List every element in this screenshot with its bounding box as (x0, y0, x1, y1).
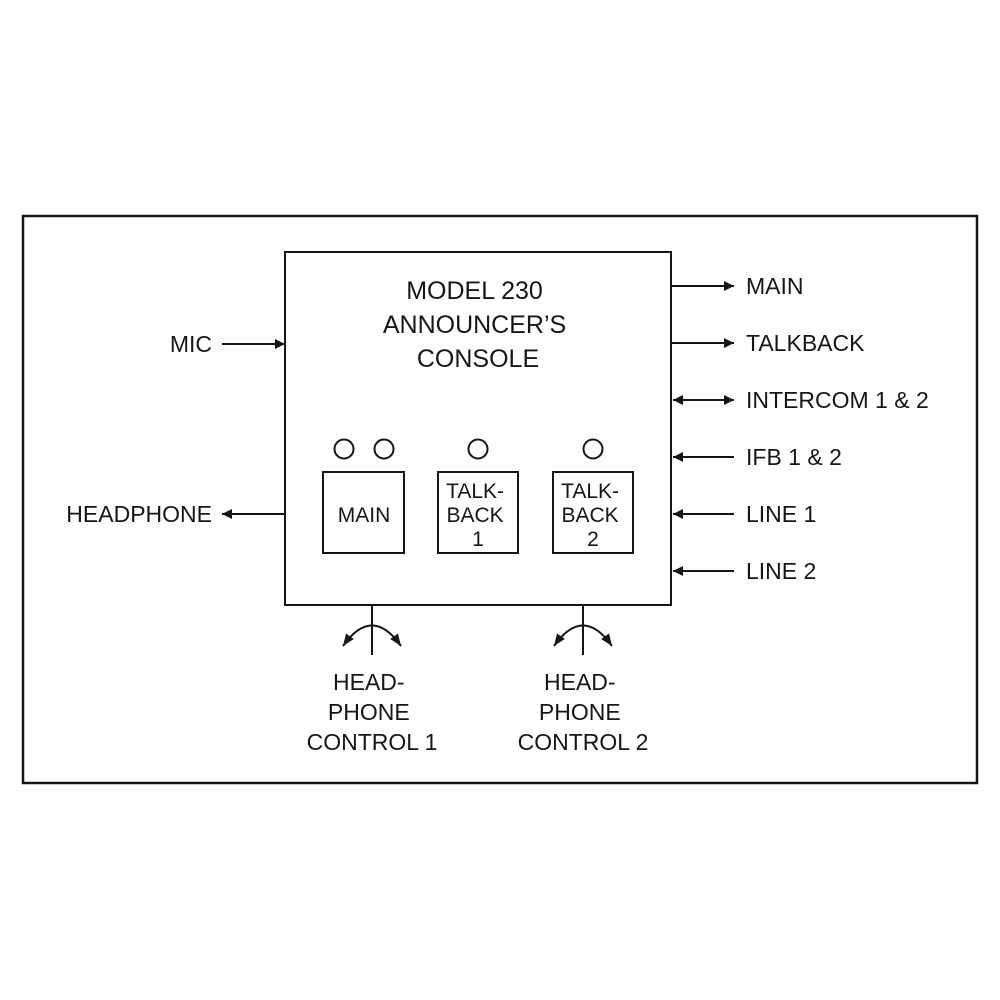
talkback-2-button-label: TALK- BACK 2 (561, 480, 625, 551)
mic-label: MIC (170, 331, 212, 357)
headphone-control-2-label: HEAD- PHONE CONTROL 2 (518, 669, 649, 755)
indicator-lamp-main-1 (333, 438, 355, 460)
intercom-label: INTERCOM 1 & 2 (746, 387, 929, 413)
main-button-box (322, 471, 405, 554)
headphone-control-1: HEAD- PHONE CONTROL 1 (307, 605, 438, 755)
talkback-1-button: TALK- BACK 1 (437, 471, 519, 554)
headphone-control-2: HEAD- PHONE CONTROL 2 (518, 605, 649, 755)
headphone-label: HEADPHONE (66, 501, 212, 527)
talkback-1-button-label: TALK- BACK 1 (446, 480, 510, 551)
rotary-arrow-icon (553, 624, 613, 647)
indicator-lamp-main-2 (373, 438, 395, 460)
main-button: MAIN (322, 471, 405, 554)
talkback-output-label: TALKBACK (746, 330, 865, 356)
headphone-control-1-label: HEAD- PHONE CONTROL 1 (307, 669, 438, 755)
indicator-lamp-talkback-1 (467, 438, 489, 460)
console-box (284, 251, 672, 606)
rotary-arrow-icon (342, 624, 402, 647)
outer-frame (21, 214, 979, 785)
talkback-1-button-box (437, 471, 519, 554)
main-button-label: MAIN (338, 504, 391, 527)
line-1-label: LINE 1 (746, 501, 816, 527)
line-2-label: LINE 2 (746, 558, 816, 584)
indicator-lamp-talkback-2 (582, 438, 604, 460)
ifb-label: IFB 1 & 2 (746, 444, 842, 470)
console-title: MODEL 230 ANNOUNCER’S CONSOLE (383, 277, 573, 373)
talkback-2-button-box (552, 471, 634, 554)
talkback-2-button: TALK- BACK 2 (552, 471, 634, 554)
main-output-label: MAIN (746, 273, 804, 299)
